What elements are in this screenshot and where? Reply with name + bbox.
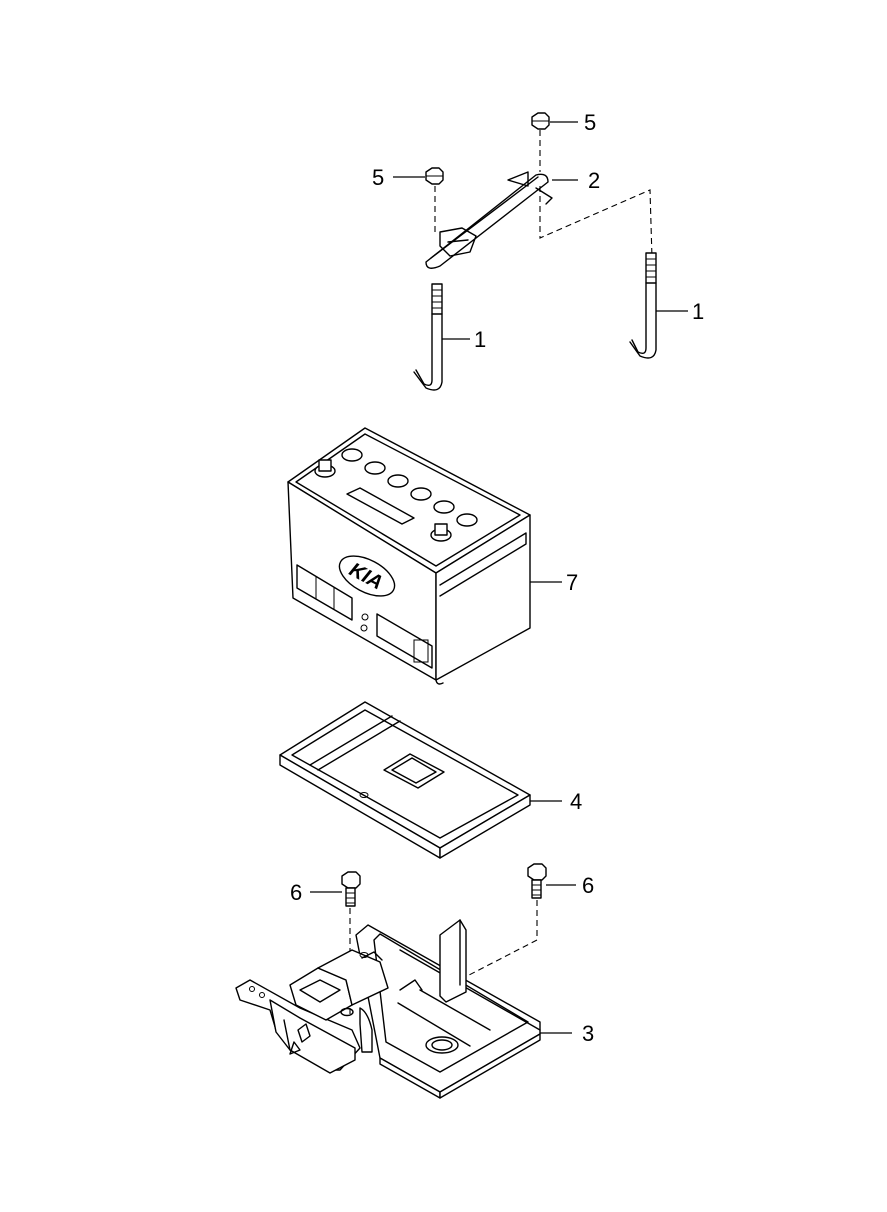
callout-rod-left: 1 (474, 327, 486, 352)
callout-bolt-left: 6 (290, 880, 302, 905)
callout-tray: 4 (570, 789, 582, 814)
battery-part: KIA (287, 427, 562, 685)
rod-left-part (413, 283, 470, 391)
bracket-part (235, 919, 572, 1099)
rod-right-part (629, 252, 688, 359)
callout-bolt-right: 6 (582, 873, 594, 898)
callout-battery: 7 (566, 570, 578, 595)
callout-rod-right: 1 (692, 299, 704, 324)
nut-top-part (531, 112, 578, 172)
tray-part (279, 701, 562, 859)
callout-nut-left: 5 (372, 165, 384, 190)
nut-left-part (393, 167, 444, 236)
callout-clamp: 2 (588, 168, 600, 193)
callout-bracket: 3 (582, 1021, 594, 1046)
callout-nut-top: 5 (584, 110, 596, 135)
clamp-part (425, 171, 653, 269)
